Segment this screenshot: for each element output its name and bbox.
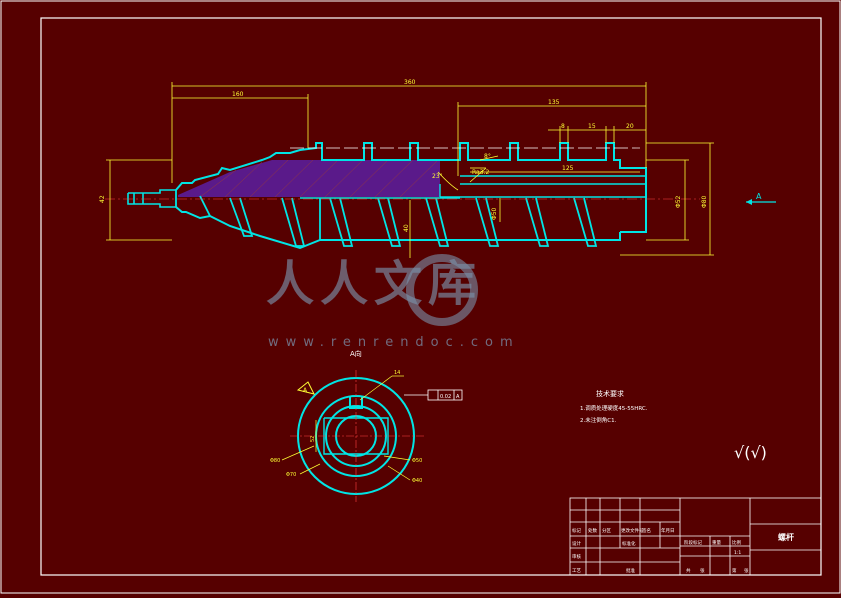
tb-label-mark: 标记 — [572, 527, 581, 534]
section-dim-d2: Φ70 — [286, 472, 296, 478]
watermark-text: 人人文库 — [266, 256, 482, 312]
watermark-logo-ring — [406, 254, 478, 326]
tech-req-heading: 技术要求 — [596, 389, 624, 398]
tb-label-total: 共 — [686, 567, 691, 574]
dim-overall-length: 360 — [404, 79, 416, 86]
tb-label-sheet-no: 第 — [732, 567, 737, 574]
dim-small-c: 20 — [626, 123, 634, 130]
tb-label-standard: 标准化 — [622, 540, 636, 547]
section-view-a: A向 A 0.02 A — [270, 349, 463, 502]
section-dim-left: 52 — [310, 436, 316, 442]
tb-label-zone: 分区 — [602, 527, 611, 534]
section-dim-d3: Φ50 — [412, 458, 422, 464]
title-block — [569, 497, 822, 576]
general-roughness-mark: √(√) — [734, 443, 767, 462]
view-arrow-label: A — [756, 192, 762, 201]
tech-req-item-2: 2.未注倒角C1. — [580, 416, 617, 424]
tb-label-process: 工艺 — [572, 568, 581, 574]
tb-label-review: 审核 — [572, 553, 581, 560]
tb-label-design: 设计 — [572, 540, 581, 547]
section-hatch — [178, 160, 440, 197]
dimension-lines — [106, 82, 714, 258]
dim-right-length: 135 — [548, 99, 560, 106]
dim-left-length: 160 — [232, 91, 244, 98]
slot-outline — [323, 417, 389, 455]
tb-label-change-doc: 更改文件号 — [621, 527, 644, 534]
part-name: 螺杆 — [778, 532, 794, 542]
dim-right-diameter-1: Φ52 — [675, 195, 682, 208]
tb-label-stage: 阶段标记 — [684, 539, 702, 546]
title-block-labels: 标记 处数 分区 更改文件号 签名 年月日 设计 标准化 阶段标记 重量 比例 … — [572, 527, 749, 574]
dim-pitch-diameter: 40 — [403, 224, 410, 232]
section-dim-d1: Φ80 — [270, 458, 280, 464]
inner-bore — [300, 175, 646, 199]
section-title: A向 — [350, 349, 362, 358]
tolerance-value: 0.02 — [440, 394, 451, 400]
helical-flights — [175, 190, 598, 247]
dimension-labels: 360 160 135 8 15 20 125 42 40 23° Φ52 Φ8… — [99, 79, 708, 232]
tb-label-approve: 批准 — [626, 567, 635, 574]
dim-angle: 23° — [432, 173, 443, 180]
dim-inner-diameter: Φ50 — [491, 207, 498, 220]
inner-frame — [40, 17, 822, 576]
tb-label-signature: 签名 — [642, 527, 651, 534]
watermark: 人人文库 www.renrendoc.com — [266, 254, 520, 350]
dim-chamfer: 8° — [484, 153, 491, 160]
tb-label-scale: 比例 — [732, 539, 741, 546]
tb-label-date: 年月日 — [661, 527, 675, 534]
dim-small-b: 15 — [588, 123, 596, 130]
section-dim-top: 14 — [394, 370, 400, 376]
section-dim-d4: Φ40 — [412, 478, 422, 484]
screw-body-top — [175, 142, 647, 233]
tb-label-sheets: 张 — [700, 567, 705, 574]
dim-right-diameter-2: Φ80 — [701, 195, 708, 208]
view-arrow-a: A — [746, 192, 776, 205]
screw-main-view — [105, 142, 700, 250]
tb-label-sheet: 张 — [744, 567, 749, 574]
hatch-lines — [199, 159, 439, 198]
dim-left-diameter: 42 — [99, 195, 106, 203]
dim-inner-length: 125 — [562, 165, 574, 172]
shaft-shank — [127, 189, 176, 208]
tolerance-frame — [404, 389, 463, 401]
dim-small-a: 8 — [561, 123, 565, 130]
tb-label-count: 处数 — [588, 527, 597, 534]
datum-label: A — [303, 387, 308, 394]
tb-label-weight: 重量 — [712, 539, 721, 546]
tb-scale-value: 1:1 — [734, 550, 741, 556]
technical-requirements: 技术要求 1.调质处理硬度45-55HRC. 2.未注倒角C1. — [580, 389, 648, 424]
watermark-url: www.renrendoc.com — [268, 335, 520, 350]
roughness-label: Ra3.2 — [472, 169, 489, 176]
tolerance-datum: A — [456, 394, 460, 400]
screw-body-bottom — [175, 206, 621, 250]
tech-req-item-1: 1.调质处理硬度45-55HRC. — [580, 404, 648, 412]
